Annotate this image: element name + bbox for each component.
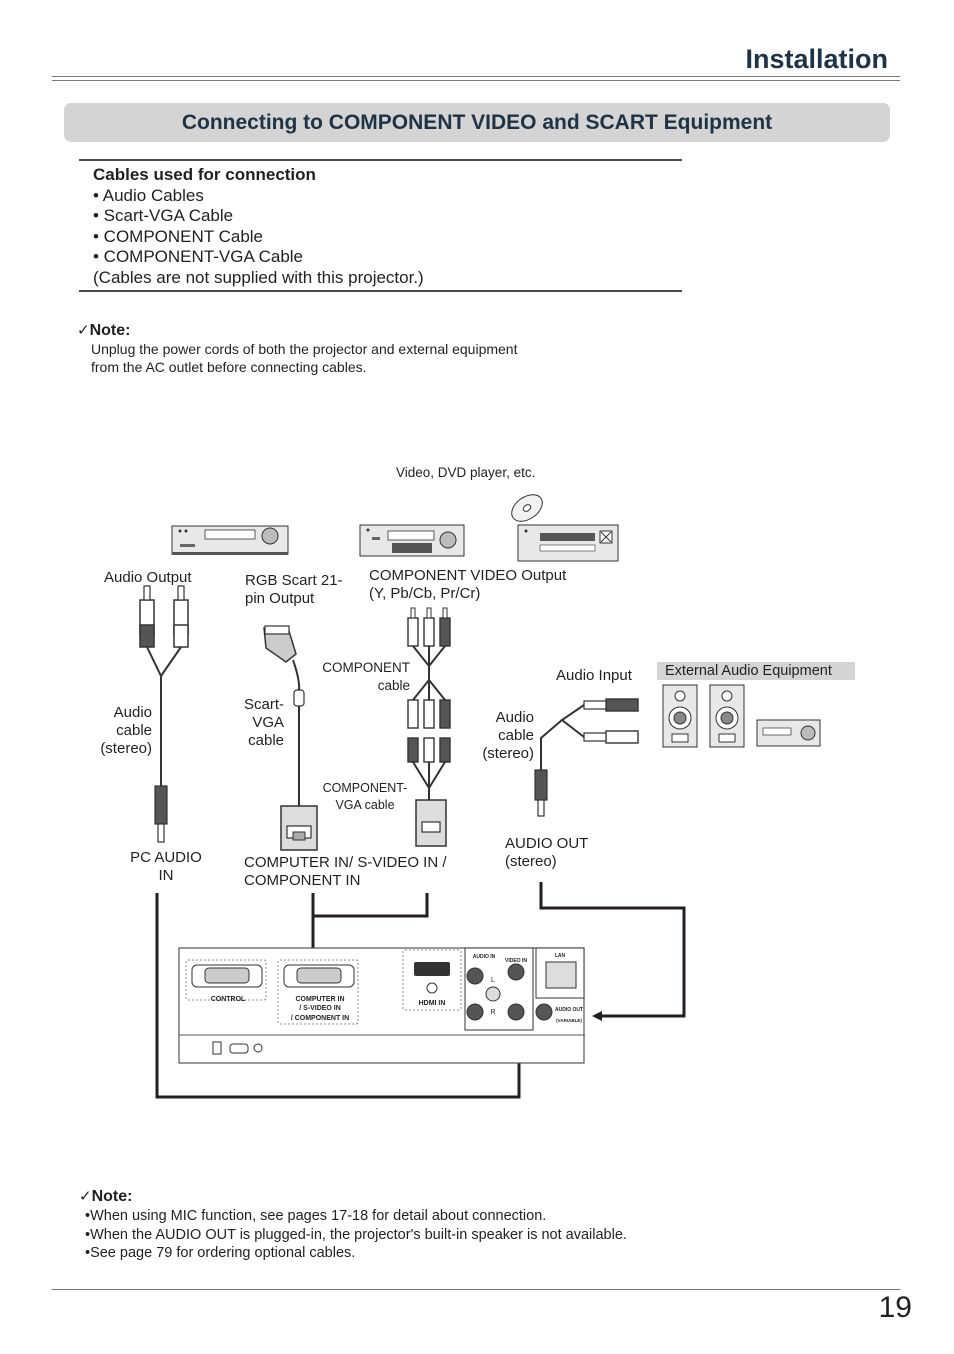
component-cable-line: cable — [377, 678, 410, 693]
pc-audio-in-label: PC AUDIO IN — [118, 849, 214, 885]
audio-input-label: Audio Input — [556, 667, 632, 684]
computer-in-label: COMPUTER IN/ S-VIDEO IN / COMPONENT IN — [244, 854, 447, 890]
component-output-line: (Y, Pb/Cb, Pr/Cr) — [369, 585, 481, 602]
cable-item: • COMPONENT Cable — [93, 227, 264, 246]
source-label: Video, DVD player, etc. — [396, 465, 536, 480]
panel-control-label: CONTROL — [211, 996, 246, 1003]
cables-footnote: (Cables are not supplied with this proje… — [93, 268, 424, 287]
page-number: 19 — [878, 1291, 912, 1324]
note2-title: Note: — [91, 1188, 133, 1205]
note1-line: from the AC outlet before connecting cab… — [91, 359, 367, 375]
header-rule-top — [52, 76, 900, 77]
panel-l-label: L — [491, 977, 495, 984]
speaker-icon — [662, 684, 698, 748]
terminal-panel — [178, 947, 585, 1064]
note2-text: •When using MIC function, see pages 17-1… — [85, 1207, 627, 1263]
audio-out-line: (stereo) — [505, 853, 557, 870]
scart-vga-line: VGA — [252, 714, 284, 731]
note1-title: Note: — [89, 322, 131, 339]
note1-text: Unplug the power cords of both the proje… — [91, 340, 518, 376]
component-cable-line: COMPONENT — [322, 660, 410, 675]
rgb-scart-label: RGB Scart 21- pin Output — [245, 572, 343, 608]
cable-item: • Audio Cables — [93, 186, 204, 205]
speaker-icon — [709, 684, 745, 748]
computer-in-line: COMPUTER IN/ S-VIDEO IN / — [244, 854, 447, 871]
computer-in-line: COMPONENT IN — [244, 872, 361, 889]
note2-line: •When using MIC function, see pages 17-1… — [85, 1208, 547, 1224]
audio-out-line: AUDIO OUT — [505, 835, 589, 852]
component-output-label: COMPONENT VIDEO Output (Y, Pb/Cb, Pr/Cr) — [369, 567, 566, 603]
note1: ✓Note: — [77, 321, 130, 340]
note2-line: •See page 79 for ordering optional cable… — [85, 1245, 356, 1261]
header-rule-bottom — [52, 80, 900, 81]
disc-player-icon — [517, 524, 619, 562]
scart-vga-line: cable — [248, 732, 284, 749]
component-vga-cable-label: COMPONENT- VGA cable — [320, 780, 410, 814]
audio-cable-line: (stereo) — [100, 740, 152, 757]
check-icon: ✓ — [79, 1188, 92, 1205]
audio-cable-line: cable — [498, 727, 534, 744]
panel-audio-in-label: AUDIO IN — [473, 954, 496, 960]
component-cable — [407, 607, 451, 847]
check-icon: ✓ — [77, 322, 90, 339]
note1-line: Unplug the power cords of both the proje… — [91, 341, 518, 357]
audio-out-label: AUDIO OUT (stereo) — [505, 835, 588, 871]
external-audio-label: External Audio Equipment — [657, 662, 855, 680]
component-output-line: COMPONENT VIDEO Output — [369, 567, 567, 584]
panel-r-label: R — [490, 1009, 495, 1016]
pc-audio-line: PC AUDIO — [130, 849, 202, 866]
section-title: Connecting to COMPONENT VIDEO and SCART … — [64, 103, 890, 142]
panel-hdmi-label: HDMI IN — [419, 1000, 446, 1007]
audio-cable-line: cable — [116, 722, 152, 739]
rgb-scart-line: RGB Scart 21- — [245, 572, 343, 589]
scart-vga-cable — [263, 625, 318, 851]
cable-item: • Scart-VGA Cable — [93, 206, 234, 225]
panel-variable-label: (VARIABLE) — [556, 1018, 582, 1023]
vcr-icon — [359, 524, 465, 557]
audio-cable-line: Audio — [113, 704, 152, 721]
scart-vga-line: Scart- — [243, 696, 284, 713]
audio-cable-right-label: Audio cable (stereo) — [462, 709, 534, 763]
audio-cable-left-label: Audio cable (stereo) — [80, 704, 152, 758]
scart-vga-cable-label: Scart- VGA cable — [220, 696, 284, 750]
component-vga-line: COMPONENT- — [322, 781, 408, 795]
audio-output-label: Audio Output — [104, 569, 192, 586]
panel-lan-label: LAN — [555, 953, 566, 959]
amplifier-icon — [756, 719, 821, 747]
cable-item: • COMPONENT-VGA Cable — [93, 247, 304, 266]
audio-cable-right — [534, 698, 639, 817]
audio-cable-line: (stereo) — [482, 745, 534, 762]
panel-component-label: / COMPONENT IN — [291, 1015, 349, 1022]
panel-audio-out-label: AUDIO OUT — [555, 1007, 583, 1013]
disc-icon — [511, 494, 543, 522]
footer-rule — [52, 1289, 900, 1290]
page-title: Installation — [745, 44, 888, 74]
component-cable-label: COMPONENT cable — [300, 659, 410, 695]
component-vga-line: VGA cable — [335, 798, 395, 812]
note2: ✓Note: — [79, 1187, 132, 1206]
cables-box: Cables used for connection • Audio Cable… — [79, 159, 682, 292]
panel-video-in-label: VIDEO IN — [505, 958, 527, 964]
audio-cable-left — [139, 585, 189, 843]
cables-heading: Cables used for connection — [93, 165, 316, 184]
dvd-player-icon — [171, 525, 289, 555]
panel-svideo-label: / S-VIDEO IN — [299, 1005, 341, 1012]
note2-line: •When the AUDIO OUT is plugged-in, the p… — [85, 1226, 627, 1243]
audio-cable-line: Audio — [495, 709, 534, 726]
rgb-scart-line: pin Output — [245, 590, 315, 607]
pc-audio-line: IN — [158, 867, 174, 884]
panel-computer-label: COMPUTER IN — [296, 996, 345, 1003]
